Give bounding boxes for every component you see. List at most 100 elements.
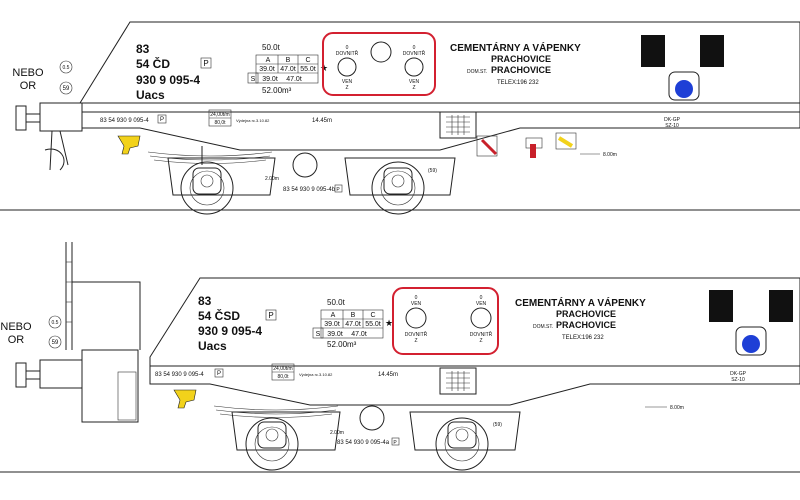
company-name: CEMENTÁRNY A VÁPENKY <box>450 41 581 54</box>
svg-text:DOVNITŘ: DOVNITŘ <box>403 49 426 57</box>
coupler-yellow <box>173 389 197 409</box>
valve-left <box>337 57 357 77</box>
coupler-yellow <box>117 135 141 155</box>
lever-red-2 <box>530 144 536 158</box>
svg-text:80,0t: 80,0t <box>277 374 289 380</box>
info-plate <box>641 35 665 67</box>
svg-text:80,0t: 80,0t <box>214 120 226 126</box>
svg-text:Výdejna rc.3.10.82: Výdejna rc.3.10.82 <box>299 372 333 377</box>
wheel <box>435 417 489 471</box>
svg-text:S: S <box>316 331 321 338</box>
leaf-spring <box>147 151 273 164</box>
svg-text:P: P <box>160 117 164 123</box>
buffer-plate <box>15 105 27 131</box>
svg-text:DOM.ST.: DOM.ST. <box>467 69 487 75</box>
svg-text:8.00m: 8.00m <box>670 405 684 411</box>
svg-text:DOVNITŘ: DOVNITŘ <box>470 330 493 338</box>
svg-text:P: P <box>268 311 273 320</box>
info-plate <box>709 290 733 322</box>
svg-text:24,00t/m: 24,00t/m <box>273 366 292 372</box>
info-plate <box>769 290 793 322</box>
svg-text:50.0t: 50.0t <box>262 43 281 52</box>
svg-text:Z: Z <box>412 85 415 91</box>
svg-text:0.5: 0.5 <box>52 320 59 326</box>
svg-text:DK-GP: DK-GP <box>730 371 747 377</box>
svg-text:P: P <box>393 440 397 446</box>
valve-panel-frame <box>392 287 499 355</box>
svg-text:59: 59 <box>52 340 59 346</box>
svg-text:196 232: 196 232 <box>517 80 539 86</box>
nebo-label: NEBO <box>12 67 44 79</box>
svg-text:PRACHOVICE: PRACHOVICE <box>491 54 551 64</box>
lever-box <box>476 135 498 157</box>
svg-text:TELEX:: TELEX: <box>497 80 518 86</box>
bogie-left <box>231 411 341 471</box>
wheel <box>245 417 299 471</box>
circle-mark <box>59 60 73 74</box>
svg-text:47.0t: 47.0t <box>280 66 296 73</box>
svg-text:83 54 930 9 095-4a: 83 54 930 9 095-4a <box>337 440 390 446</box>
svg-text:930 9 095-4: 930 9 095-4 <box>198 324 262 338</box>
svg-text:55.0t: 55.0t <box>300 66 316 73</box>
svg-text:PRACHOVICE: PRACHOVICE <box>556 309 616 319</box>
svg-text:Z: Z <box>345 85 348 91</box>
wheel <box>371 161 425 215</box>
underframe <box>81 111 800 151</box>
svg-text:P: P <box>217 371 221 377</box>
valve-right <box>470 307 492 329</box>
valve-right <box>404 57 424 77</box>
valve-center <box>370 41 392 63</box>
svg-text:0.5: 0.5 <box>63 65 70 71</box>
svg-text:DOM.ST.: DOM.ST. <box>533 324 553 330</box>
svg-text:VEN: VEN <box>411 301 422 307</box>
buffer-plate <box>15 362 27 388</box>
svg-text:S: S <box>251 76 256 83</box>
svg-text:47.0t: 47.0t <box>286 76 302 83</box>
svg-text:24,00t/m: 24,00t/m <box>210 112 229 118</box>
ladder <box>66 261 72 323</box>
bogie-left <box>167 157 276 215</box>
svg-text:59: 59 <box>63 86 70 92</box>
signal-light <box>742 335 760 353</box>
svg-text:0: 0 <box>415 295 418 301</box>
or-label: OR <box>8 334 25 346</box>
svg-text:C: C <box>305 57 310 64</box>
bogie-right <box>409 411 521 471</box>
frame-number: 83 54 930 9 095-4 <box>100 118 149 124</box>
bogie-pivot <box>292 152 318 178</box>
svg-text:P: P <box>203 59 208 68</box>
valve-panel-frame <box>322 32 436 96</box>
svg-text:Výdejna rc.3.10.82: Výdejna rc.3.10.82 <box>236 118 270 123</box>
grille <box>439 367 477 395</box>
svg-text:VEN: VEN <box>476 301 487 307</box>
buffer-rod <box>25 113 41 123</box>
leaf-spring <box>213 405 339 418</box>
svg-text:A: A <box>331 312 336 319</box>
svg-text:0: 0 <box>346 45 349 51</box>
svg-text:Uacs: Uacs <box>198 339 227 353</box>
signal-light <box>675 80 693 98</box>
svg-text:14.45m: 14.45m <box>378 372 398 378</box>
svg-text:P: P <box>336 187 340 193</box>
ident-line4: Uacs <box>136 88 165 102</box>
svg-text:B: B <box>351 312 356 319</box>
svg-text:A: A <box>266 57 271 64</box>
company-name: CEMENTÁRNY A VÁPENKY <box>515 296 646 309</box>
circle-mark <box>59 81 73 95</box>
svg-text:TELEX:: TELEX: <box>562 335 583 341</box>
lever-yellow <box>557 136 574 148</box>
bogie-number: 83 54 930 9 095-4b <box>283 187 336 193</box>
end-frame <box>39 102 83 132</box>
svg-text:47.0t: 47.0t <box>351 331 367 338</box>
svg-text:Z: Z <box>479 338 482 344</box>
svg-text:2.00m: 2.00m <box>265 176 279 182</box>
wagon-bottom: NEBO OR 0.5 59 83 54 ČSD P 930 9 095-4 U… <box>0 242 800 473</box>
wagon-top: NEBO OR 0.5 59 83 54 ČD P 930 9 095-4 Ua… <box>0 21 800 215</box>
svg-text:196 232: 196 232 <box>582 335 604 341</box>
svg-text:VEN: VEN <box>409 79 420 85</box>
tank-body <box>149 277 800 367</box>
svg-text:SZ-10: SZ-10 <box>665 123 679 129</box>
svg-text:47.0t: 47.0t <box>345 321 361 328</box>
svg-text:C: C <box>370 312 375 319</box>
